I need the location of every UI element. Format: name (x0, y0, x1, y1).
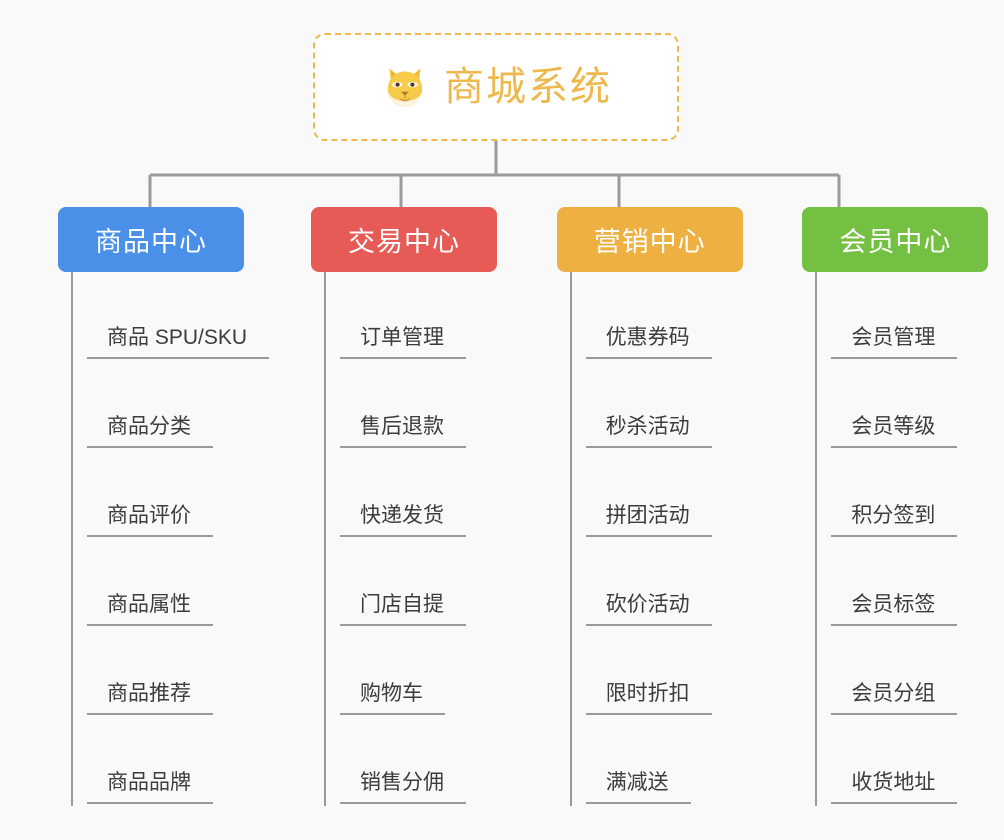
leaf-item[interactable]: 限时折扣 (585, 628, 759, 717)
leaf-item[interactable]: 拼团活动 (585, 450, 759, 539)
category-header-label: 会员中心 (839, 227, 952, 257)
leaf-item[interactable]: 门店自提 (340, 539, 513, 628)
leaf-item-label: 商品评价 (87, 504, 213, 537)
leaf-item[interactable]: 秒杀活动 (585, 361, 759, 450)
leaf-item-label: 会员标签 (831, 593, 958, 626)
column-trade-center: 交易中心 订单管理 售后退款 快递发货 门店自提 购物车 销售分佣 (311, 207, 513, 806)
leaf-item-label: 商品分类 (87, 415, 213, 448)
leaf-item[interactable]: 会员管理 (831, 272, 1004, 361)
category-header-product-center[interactable]: 商品中心 (58, 207, 244, 272)
column-marketing-center: 营销中心 优惠券码 秒杀活动 拼团活动 砍价活动 限时折扣 满减送 (556, 207, 759, 806)
leaf-item-label: 会员等级 (831, 415, 958, 448)
leaf-item-label: 商品推荐 (87, 682, 213, 715)
leaf-item-label: 优惠券码 (585, 326, 712, 359)
leaf-item-label: 商品 SPU/SKU (87, 326, 270, 359)
shiba-dog-face-icon (380, 62, 430, 112)
column-product-center: 商品中心 商品 SPU/SKU 商品分类 商品评价 商品属性 商品推荐 商品品牌 (58, 207, 270, 806)
leaf-item[interactable]: 会员等级 (831, 361, 1004, 450)
leaf-item[interactable]: 优惠券码 (585, 272, 759, 361)
leaf-item-label: 销售分佣 (340, 771, 467, 804)
category-header-trade-center[interactable]: 交易中心 (311, 207, 498, 272)
category-header-member-center[interactable]: 会员中心 (802, 207, 989, 272)
leaf-item-label: 会员分组 (831, 682, 958, 715)
leaf-item[interactable]: 会员分组 (831, 628, 1004, 717)
root-node-mall-system[interactable]: 商城系统 (313, 33, 679, 141)
category-header-label: 交易中心 (348, 227, 461, 257)
leaf-item[interactable]: 满减送 (585, 717, 759, 806)
leaf-item[interactable]: 快递发货 (340, 450, 513, 539)
leaf-item[interactable]: 商品 SPU/SKU (87, 272, 270, 361)
leaf-item[interactable]: 售后退款 (340, 361, 513, 450)
leaf-item-label: 收货地址 (831, 771, 958, 804)
category-header-marketing-center[interactable]: 营销中心 (556, 207, 743, 272)
leaf-item[interactable]: 销售分佣 (340, 717, 513, 806)
leaf-item-label: 会员管理 (831, 326, 958, 359)
leaf-item[interactable]: 购物车 (340, 628, 513, 717)
leaf-item-label: 积分签到 (831, 504, 958, 537)
leaf-item[interactable]: 砍价活动 (585, 539, 759, 628)
leaf-item[interactable]: 商品评价 (87, 450, 269, 539)
leaf-item-label: 门店自提 (340, 593, 467, 626)
leaf-list-marketing-center: 优惠券码 秒杀活动 拼团活动 砍价活动 限时折扣 满减送 (569, 272, 759, 806)
leaf-list-product-center: 商品 SPU/SKU 商品分类 商品评价 商品属性 商品推荐 商品品牌 (71, 272, 270, 806)
leaf-item-label: 拼团活动 (585, 504, 712, 537)
leaf-list-trade-center: 订单管理 售后退款 快递发货 门店自提 购物车 销售分佣 (324, 272, 513, 806)
category-header-label: 商品中心 (95, 227, 207, 257)
column-member-center: 会员中心 会员管理 会员等级 积分签到 会员标签 会员分组 收货地址 (802, 207, 1004, 806)
leaf-item[interactable]: 收货地址 (831, 717, 1004, 806)
category-columns: 商品中心 商品 SPU/SKU 商品分类 商品评价 商品属性 商品推荐 商品品牌… (0, 207, 1004, 806)
leaf-item-label: 订单管理 (340, 326, 467, 359)
leaf-item[interactable]: 商品推荐 (87, 628, 269, 717)
leaf-item-label: 商品属性 (87, 593, 213, 626)
leaf-item-label: 秒杀活动 (585, 415, 712, 448)
leaf-item[interactable]: 订单管理 (340, 272, 513, 361)
leaf-item-label: 砍价活动 (585, 593, 712, 626)
leaf-item[interactable]: 商品属性 (87, 539, 269, 628)
leaf-item-label: 限时折扣 (585, 682, 712, 715)
leaf-item-label: 满减送 (585, 771, 691, 804)
leaf-item-label: 快递发货 (340, 504, 467, 537)
leaf-item[interactable]: 积分签到 (831, 450, 1004, 539)
leaf-item-label: 售后退款 (340, 415, 467, 448)
category-header-label: 营销中心 (593, 227, 706, 257)
leaf-item[interactable]: 会员标签 (831, 539, 1004, 628)
leaf-list-member-center: 会员管理 会员等级 积分签到 会员标签 会员分组 收货地址 (815, 272, 1004, 806)
leaf-item[interactable]: 商品分类 (87, 361, 269, 450)
root-node-title: 商城系统 (444, 65, 612, 109)
leaf-item[interactable]: 商品品牌 (87, 717, 269, 806)
leaf-item-label: 商品品牌 (87, 771, 213, 804)
leaf-item-label: 购物车 (340, 682, 446, 715)
